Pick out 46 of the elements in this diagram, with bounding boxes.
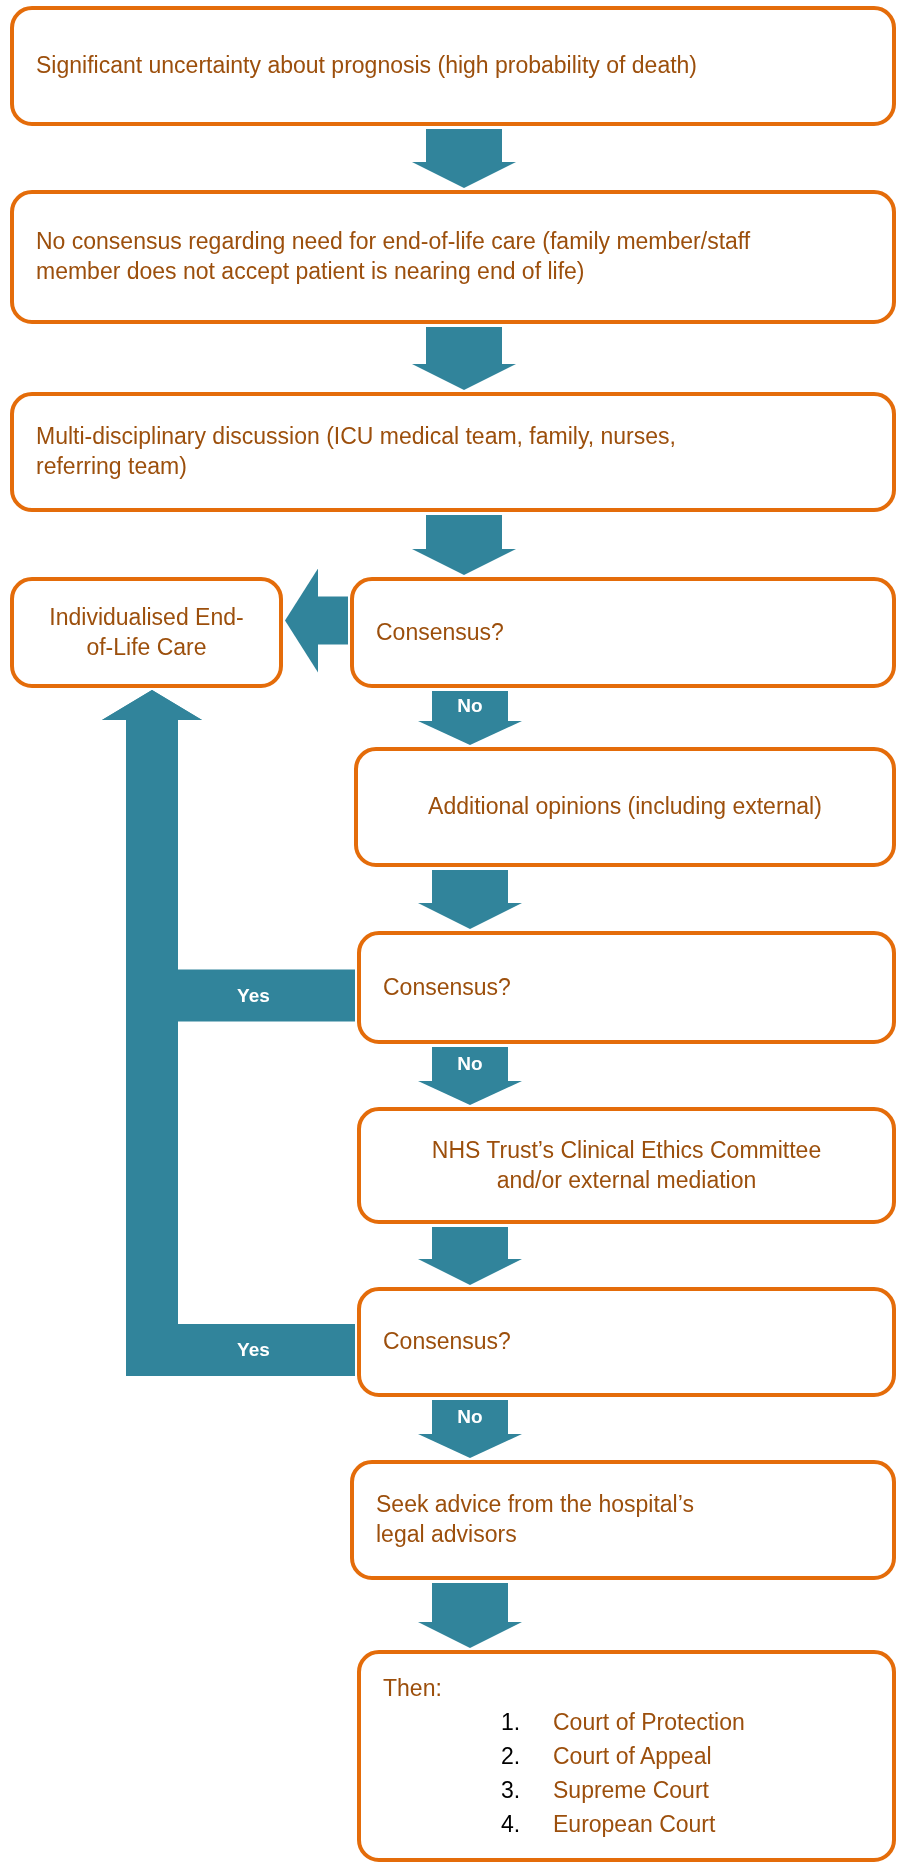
box-text: Consensus? [383, 972, 512, 1002]
process-box [354, 747, 896, 867]
box-text: Seek advice from the hospital’s legal advisors [376, 1490, 695, 1549]
list-item-text: Supreme Court [553, 1775, 709, 1805]
edge-label: Yes [237, 1339, 270, 1361]
process-box [357, 931, 896, 1044]
box-text: Multi-disciplinary discussion (ICU medical team, family, nurses, referring team) [36, 422, 677, 481]
list-item-text: Court of Protection [553, 1707, 745, 1737]
box-text: Significant uncertainty about prognosis (high probability of death) [36, 51, 698, 81]
box-text: Consensus? [376, 617, 505, 647]
block-arrow [418, 1047, 522, 1105]
block-arrow [418, 691, 522, 745]
process-box [350, 577, 896, 688]
list-item-text: European Court [553, 1809, 716, 1839]
block-arrow [102, 690, 355, 1376]
list-number: 4. [501, 1809, 522, 1839]
list-item-text: Court of Appeal [553, 1741, 712, 1771]
list-number: 2. [501, 1741, 522, 1771]
box-text: No consensus regarding need for end-of-life care (family member/staff member does not accept patient is nearing end of life) [36, 227, 752, 286]
block-arrow [412, 129, 516, 188]
process-box [10, 392, 896, 512]
process-box [357, 1107, 896, 1224]
block-arrow [412, 327, 516, 390]
block-arrow [418, 870, 522, 929]
edge-label: No [457, 695, 483, 717]
edge-label: Yes [237, 984, 270, 1007]
box-text: Individualised End-of-Life Care [48, 602, 245, 662]
heading-text: Then: [383, 1674, 443, 1703]
process-box [350, 1460, 896, 1580]
box-text: Consensus? [383, 1327, 512, 1357]
block-arrow [285, 568, 348, 673]
process-box [10, 6, 896, 126]
block-arrow [418, 1227, 522, 1285]
list-number: 3. [501, 1775, 522, 1805]
process-box [357, 1650, 896, 1862]
block-arrow [418, 1400, 522, 1458]
process-box [357, 1287, 896, 1397]
list-number: 1. [501, 1707, 522, 1737]
box-text: NHS Trust’s Clinical Ethics Committee and/or external mediation [430, 1135, 823, 1195]
block-arrow [412, 515, 516, 575]
process-box [10, 190, 896, 324]
edge-label: No [457, 1406, 483, 1428]
process-box [10, 577, 283, 688]
edge-label: No [457, 1053, 483, 1075]
block-arrow [418, 1583, 522, 1648]
box-text: Additional opinions (including external) [428, 792, 822, 822]
